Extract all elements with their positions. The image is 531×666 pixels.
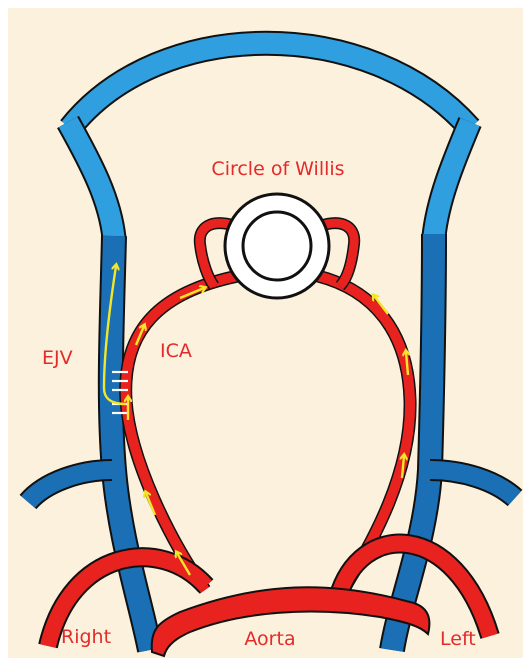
aorta-label: Aorta (244, 628, 295, 650)
circle-of-willis-label: Circle of Willis (211, 158, 344, 180)
circle-of-willis-inner (243, 212, 311, 280)
ejv-label: EJV (42, 347, 73, 369)
ica-label: ICA (160, 340, 192, 362)
circle-of-willis (225, 194, 329, 298)
left-label: Left (440, 628, 476, 650)
right-label: Right (61, 626, 111, 648)
